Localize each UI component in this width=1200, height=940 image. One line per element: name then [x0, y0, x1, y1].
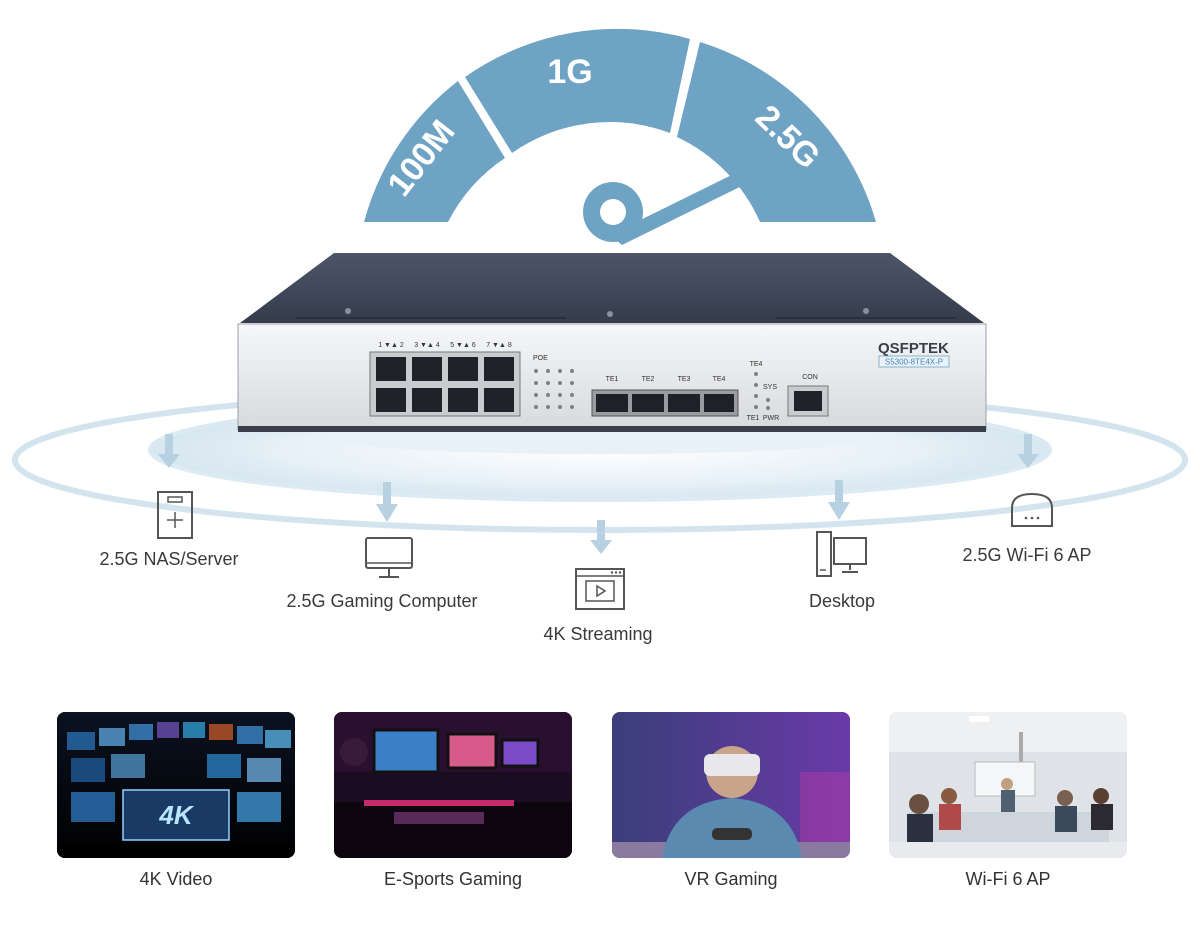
caption-esports-gaming: E-Sports Gaming [383, 869, 523, 889]
led-label-te4: TE4 [750, 361, 763, 368]
console-label: CON [802, 374, 818, 381]
sfp-label-te4: TE4 [713, 376, 726, 383]
caption-wifi6-ap: Wi-Fi 6 AP [965, 869, 1051, 889]
gauge-label-1g: 1G [547, 53, 592, 91]
svg-text:4K: 4K [158, 800, 194, 830]
sfp-label-te1: TE1 [606, 376, 619, 383]
arrow-down-icon [1017, 434, 1039, 468]
device-label-nas-server: 2.5G NAS/Server [99, 549, 239, 569]
brand-logo: QSFPTEK [878, 340, 949, 357]
arrow-down-icon [158, 434, 180, 468]
poe-label: POE [533, 355, 548, 362]
device-label-wifi-ap: 2.5G Wi-Fi 6 AP [962, 545, 1092, 565]
device-label-gaming-computer: 2.5G Gaming Computer [286, 591, 478, 611]
connection-arrows [158, 434, 1039, 554]
wifi-ap-icon [1011, 492, 1053, 527]
arrow-down-icon [590, 520, 612, 554]
caption-vr-gaming: VR Gaming [684, 869, 778, 889]
port-group-label-1: 1 ▼▲ 2 [378, 342, 404, 349]
video-player-icon [575, 568, 625, 610]
arrow-down-icon [376, 482, 398, 522]
gauge-segment-100m [364, 81, 505, 222]
gauge-segment-1g [465, 28, 690, 154]
sfp-label-te3: TE3 [678, 376, 691, 383]
device-label-desktop: Desktop [808, 591, 876, 611]
arrow-down-icon [828, 480, 850, 520]
sfp-label-te2: TE2 [642, 376, 655, 383]
server-icon [157, 491, 193, 539]
port-group-label-2: 3 ▼▲ 4 [414, 342, 440, 349]
gauge-needle [583, 161, 768, 245]
port-group-label-4: 7 ▼▲ 8 [486, 342, 512, 349]
led-label-te1: TE1 [747, 415, 760, 422]
desktop-icon [816, 531, 867, 577]
led-label-sys: SYS [763, 384, 777, 391]
photo-vr-gaming [612, 712, 850, 858]
monitor-icon [365, 537, 413, 578]
gauge-segment-2-5g [677, 42, 876, 222]
device-label-4k-streaming: 4K Streaming [543, 624, 653, 644]
model-label: S5300-8TE4X-P [885, 358, 943, 367]
port-group-label-3: 5 ▼▲ 6 [450, 342, 476, 349]
caption-4k-video: 4K Video [139, 869, 213, 889]
photo-4k-video: 4K [57, 712, 295, 858]
photo-esports-gaming [334, 712, 572, 858]
photo-wifi6-office [889, 712, 1127, 858]
speed-gauge: 100M 1G 2.5G [364, 28, 876, 245]
led-label-pwr: PWR [763, 415, 779, 422]
network-switch: 1 ▼▲ 2 3 ▼▲ 4 5 ▼▲ 6 7 ▼▲ 8 POE TE1 TE2 … [237, 253, 987, 432]
